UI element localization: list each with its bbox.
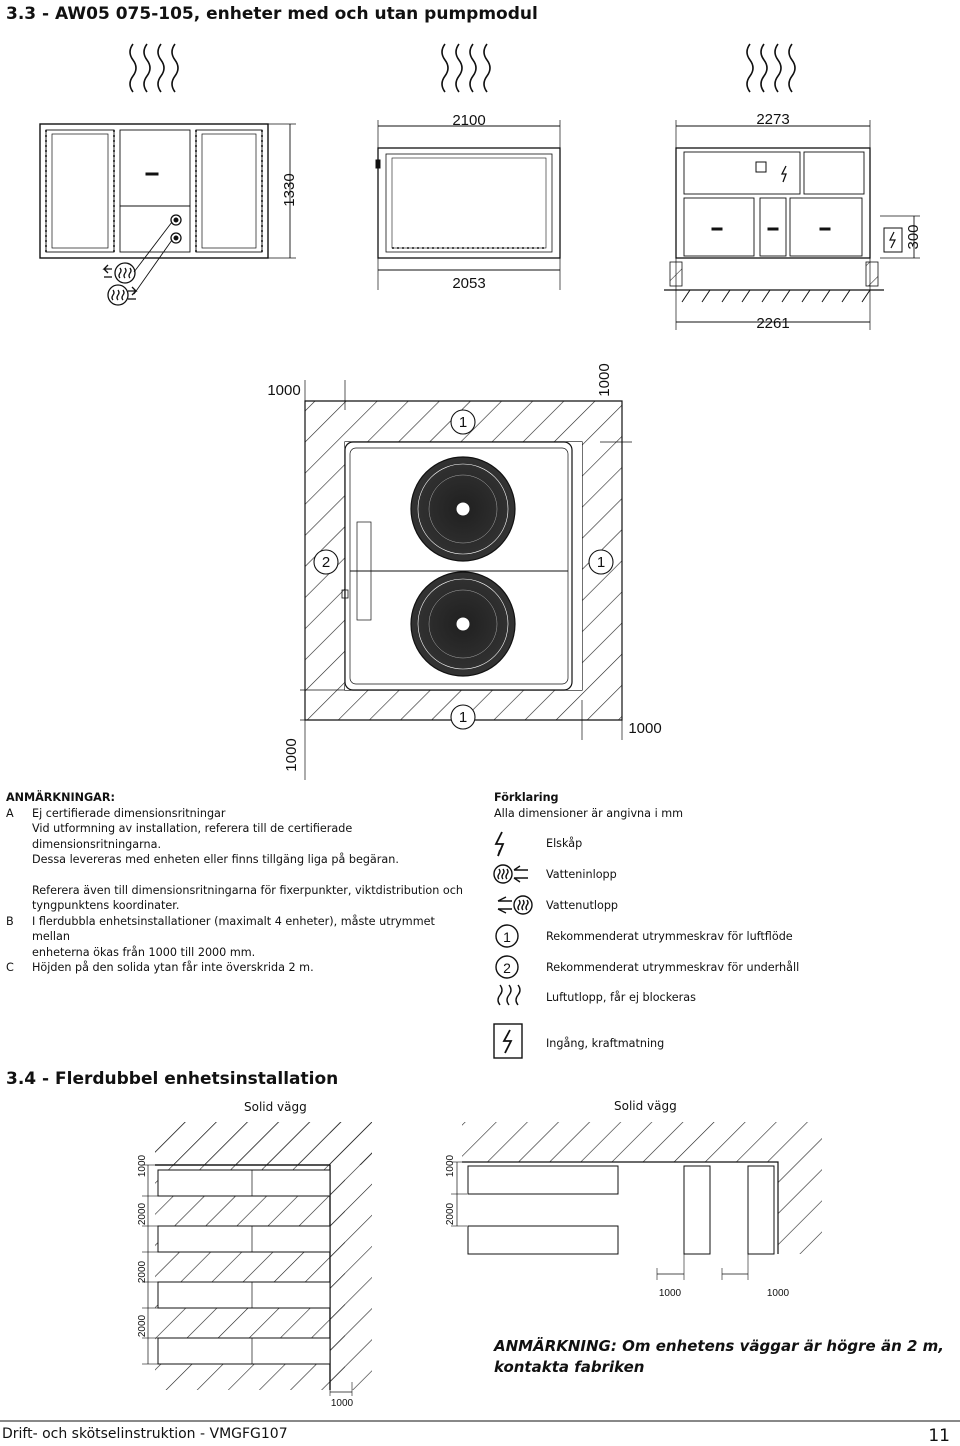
section-title-3-3: 3.3 - AW05 075-105, enheter med och utan…: [6, 4, 538, 24]
dim-plan-right-top: 1000: [596, 363, 613, 396]
section-title-3-4: 3.4 - Flerdubbel enhetsinstallation: [6, 1069, 339, 1089]
note-c-line1: Höjden på den solida ytan får inte övers…: [32, 961, 314, 974]
left-dim-4: 2000: [137, 1314, 148, 1337]
note-b-letter: B: [6, 914, 14, 928]
zone-bottom: 1: [459, 709, 467, 726]
dim-back-base: 300: [905, 224, 922, 249]
legend-block: Förklaring Alla dimensioner är angivna i…: [494, 790, 934, 1060]
note-c-letter: C: [6, 961, 14, 974]
legend-label-elskap: Elskåp: [546, 837, 583, 850]
right-wall-label: Solid vägg: [614, 1099, 677, 1113]
right-bottom-dim-2: 1000: [767, 1288, 790, 1299]
dim-side-width-bottom: 2053: [452, 275, 485, 292]
note-b-line2: enheterna ökas från 1000 till 2000 mm.: [32, 945, 256, 959]
left-dim-3: 2000: [137, 1260, 148, 1283]
lightning-icon: [494, 831, 505, 857]
dim-plan-bottom-left: 1000: [283, 738, 300, 771]
note-a-line3: Dessa levereras med enheten eller finns …: [32, 853, 399, 866]
footer-doc-title: Drift- och skötselinstruktion - VMGFG107: [2, 1426, 288, 1442]
side-view: [375, 120, 561, 290]
plan-view: [300, 380, 632, 780]
air-outlet-icon: [129, 43, 179, 93]
zone-side-right: 1: [597, 554, 605, 571]
dim-side-width-top: 2100: [452, 112, 485, 129]
warning-line1: ANMÄRKNING: Om enhetens väggar är högre …: [494, 1337, 944, 1355]
air-outlet-icon: [441, 43, 491, 93]
dim-front-height: 1330: [281, 173, 298, 206]
water-inlet-icon: [493, 864, 528, 884]
dim-plan-bottom-right: 1000: [628, 720, 661, 737]
legend-label-vatteninlopp: Vatteninlopp: [546, 868, 617, 881]
air-outlet-icon: [497, 984, 521, 1006]
dim-back-width-bottom: 2261: [756, 315, 789, 332]
note-a-letter: A: [6, 806, 14, 820]
note-a-line5: tyngpunktens koordinater.: [32, 899, 180, 912]
dim-back-width-top: 2273: [756, 111, 789, 128]
note-a-line2: Vid utformning av installation, referera…: [32, 822, 353, 851]
height-warning: ANMÄRKNING: Om enhetens väggar är högre …: [494, 1336, 944, 1378]
note-a-line1: Ej certifierade dimensionsritningar: [32, 806, 226, 820]
back-view: [664, 120, 920, 330]
front-view: [39, 123, 296, 295]
circle-one-glyph: 1: [503, 929, 511, 945]
water-outlet-icon: [497, 895, 533, 915]
multi-install-right: [451, 1122, 822, 1280]
note-a-line4: Referera även till dimensionsritningarna…: [32, 883, 464, 897]
legend-subheading: Alla dimensioner är angivna i mm: [494, 806, 684, 820]
legend-heading: Förklaring: [494, 791, 559, 804]
zone-side-left: 2: [322, 554, 330, 571]
warning-line2: kontakta fabriken: [494, 1358, 645, 1376]
right-dim-1: 1000: [445, 1154, 456, 1177]
legend-label-luftflode: Rekommenderat utrymmeskrav för luftflöde: [546, 930, 793, 943]
legend-label-underhall: Rekommenderat utrymmeskrav för underhåll: [546, 961, 800, 974]
dim-plan-left: 1000: [267, 382, 300, 399]
left-bottom-dim: 1000: [331, 1398, 354, 1409]
note-b-line1: I flerdubbla enhetsinstallationer (maxim…: [32, 914, 435, 944]
left-dim-2: 2000: [137, 1202, 148, 1225]
water-outlet-icon: [107, 284, 138, 306]
zone-top: 1: [459, 414, 467, 431]
circle-two-glyph: 2: [503, 960, 511, 976]
multi-install-left: [142, 1122, 372, 1396]
circle-one-icon: [495, 924, 519, 948]
water-inlet-icon: [102, 262, 136, 284]
notes-block: ANMÄRKNINGAR: A Ej certifierade dimension…: [6, 790, 476, 976]
left-dim-1: 1000: [137, 1154, 148, 1177]
power-input-icon: [493, 1023, 523, 1059]
legend-label-vattenutlopp: Vattenutlopp: [546, 899, 619, 912]
legend-label-kraftmatning: Ingång, kraftmatning: [546, 1037, 665, 1050]
page-number: 11: [928, 1426, 950, 1446]
left-wall-label: Solid vägg: [244, 1100, 307, 1114]
legend-label-luftutlopp: Luftutlopp, får ej blockeras: [546, 991, 696, 1004]
right-dim-2: 2000: [445, 1202, 456, 1225]
circle-two-icon: [495, 955, 519, 979]
notes-heading: ANMÄRKNINGAR:: [6, 791, 115, 804]
air-outlet-icon: [746, 43, 796, 93]
right-bottom-dim-1: 1000: [659, 1288, 682, 1299]
